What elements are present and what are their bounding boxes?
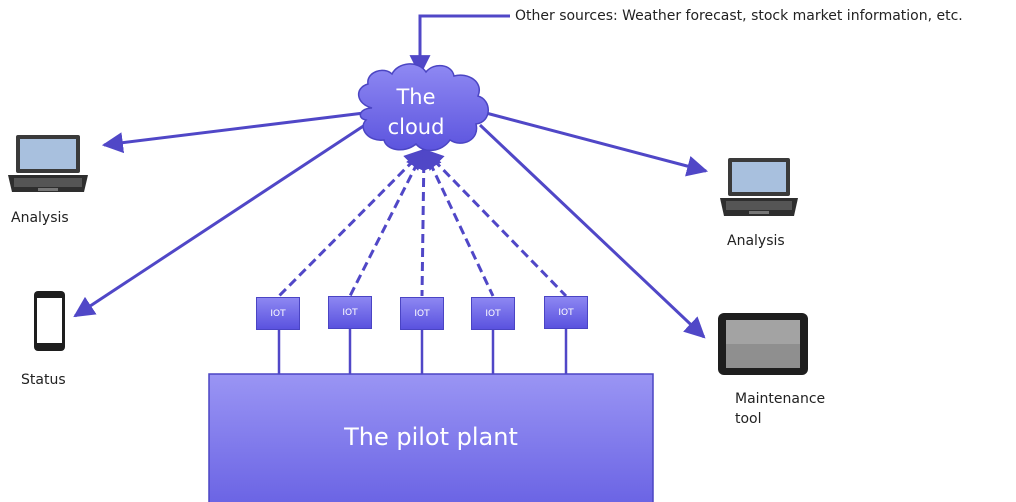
cloud-shape	[358, 63, 489, 152]
pilot-plant-box	[208, 373, 654, 502]
iot-cloud-dashed-links	[277, 147, 568, 298]
other-sources-arrow	[409, 14, 510, 77]
tablet-icon	[718, 313, 808, 375]
left-analysis-label: Analysis	[11, 210, 69, 226]
iot-box-2: IOT	[328, 296, 372, 329]
iot-box-1: IOT	[256, 297, 300, 330]
right-laptop-icon	[720, 158, 798, 216]
maintenance-tool-label: Maintenance tool	[735, 391, 826, 427]
status-label: Status	[21, 372, 66, 388]
pilot-plant-label: The pilot plant	[344, 423, 518, 451]
other-sources-label: Other sources: Weather forecast, stock m…	[515, 8, 963, 24]
phone-icon	[34, 291, 65, 351]
cloud-device-arrows	[73, 111, 709, 339]
right-analysis-label: Analysis	[727, 233, 785, 249]
iot-box-3: IOT	[400, 297, 444, 330]
cloud-label: The cloud	[387, 85, 445, 139]
iot-box-4: IOT	[471, 297, 515, 330]
iot-plant-connectors	[277, 329, 568, 374]
left-laptop-icon	[8, 135, 88, 192]
iot-box-5: IOT	[544, 296, 588, 329]
